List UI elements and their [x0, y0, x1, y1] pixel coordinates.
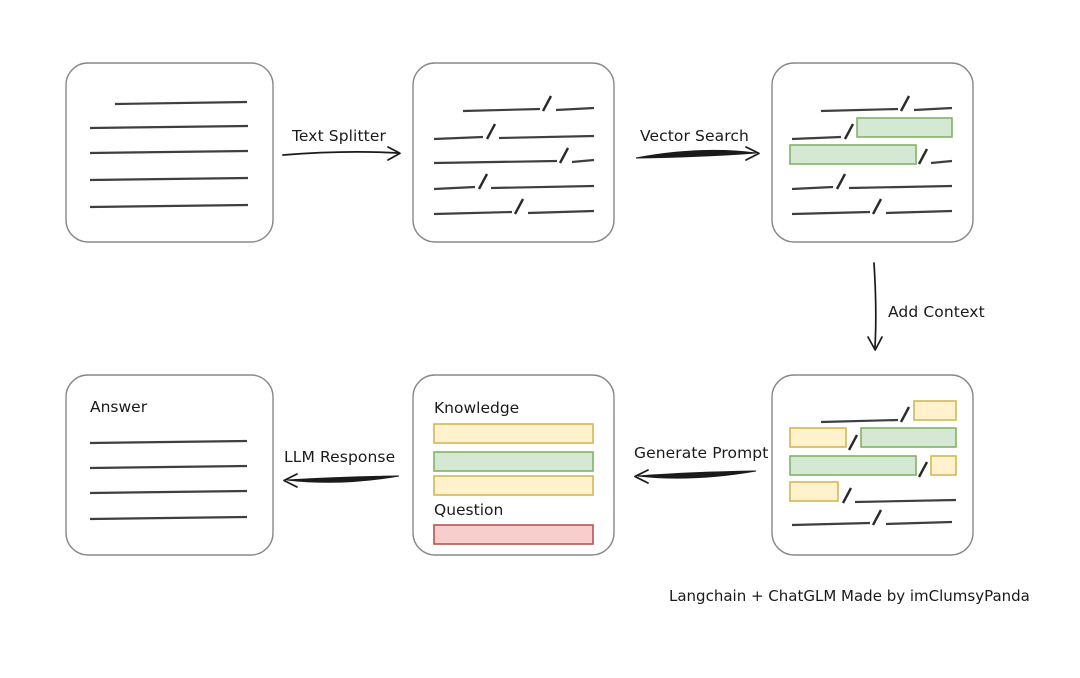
source-document-lines	[89, 100, 249, 209]
knowledge-bars	[433, 423, 594, 496]
footer-credit: Langchain + ChatGLM Made by imClumsyPand…	[669, 587, 1030, 605]
highlight-bar-green	[860, 427, 957, 448]
highlight-bar-green	[789, 144, 917, 165]
context-document-lines	[789, 400, 957, 527]
split-document-lines	[433, 95, 595, 216]
highlight-bar-green	[789, 455, 917, 476]
answer-card[interactable]	[65, 374, 274, 556]
knowledge-bar-yellow	[433, 423, 594, 444]
split-document-card[interactable]	[412, 62, 615, 243]
highlight-bar-yellow	[930, 455, 957, 476]
split-document-node[interactable]	[412, 62, 615, 243]
highlight-bar-yellow	[789, 481, 839, 502]
edge-label-generate-prompt: Generate Prompt	[634, 444, 768, 462]
answer-card-lines	[89, 439, 248, 521]
question-label: Question	[434, 501, 503, 519]
edge-label-text-splitter: Text Splitter	[291, 127, 386, 145]
question-bars	[433, 524, 594, 545]
edge-generate-prompt[interactable]: Generate Prompt	[634, 444, 768, 484]
answer-card-node[interactable]: Answer	[65, 374, 274, 556]
edge-text-splitter[interactable]: Text Splitter	[282, 127, 401, 161]
edge-add-context[interactable]: Add Context	[867, 262, 985, 351]
prompt-card-node[interactable]: Knowledge Question	[412, 374, 615, 556]
source-document-node[interactable]	[65, 62, 274, 243]
answer-label: Answer	[90, 398, 148, 416]
knowledge-label: Knowledge	[434, 399, 519, 417]
vector-matched-document-lines	[789, 95, 953, 216]
highlight-bar-yellow	[789, 427, 847, 448]
edge-label-add-context: Add Context	[888, 303, 985, 321]
context-document-node[interactable]	[771, 374, 974, 556]
vector-matched-document-node[interactable]	[771, 62, 974, 243]
highlight-bar-green	[856, 117, 953, 138]
knowledge-bar-green	[433, 451, 594, 472]
edge-label-vector-search: Vector Search	[640, 127, 749, 145]
highlight-bar-yellow	[913, 400, 957, 421]
knowledge-bar-yellow	[433, 475, 594, 496]
edge-llm-response[interactable]: LLM Response	[283, 448, 400, 488]
edge-vector-search[interactable]: Vector Search	[635, 127, 760, 161]
edge-label-llm-response: LLM Response	[284, 448, 395, 466]
question-bar-red	[433, 524, 594, 545]
